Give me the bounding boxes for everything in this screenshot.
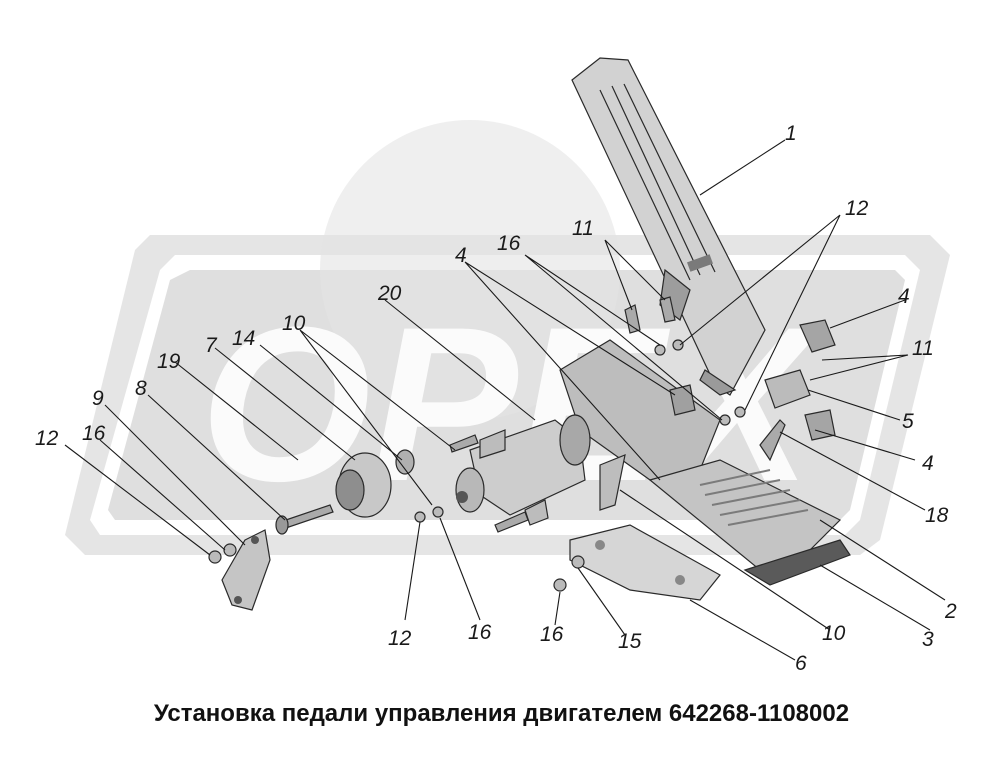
bracket: [221, 529, 271, 611]
callout-20: 20: [377, 282, 402, 305]
callout-16: 16: [468, 621, 492, 644]
callout-2: 2: [944, 600, 957, 623]
callout-16: 16: [497, 232, 521, 255]
callout-19: 19: [157, 350, 181, 373]
bolt: [275, 504, 334, 535]
mounting-plate: [569, 524, 721, 601]
callout-4: 4: [922, 452, 934, 475]
callout-16: 16: [540, 623, 564, 646]
callout-12: 12: [845, 197, 869, 220]
leader-lines: [64, 139, 946, 661]
callout-10: 10: [822, 622, 846, 645]
callout-15: 15: [618, 630, 642, 653]
callout-3: 3: [922, 628, 934, 651]
roller: [335, 449, 415, 518]
callout-9: 9: [92, 387, 104, 410]
callout-1: 1: [785, 122, 797, 145]
sensor-body: [455, 414, 591, 526]
callout-5: 5: [902, 410, 914, 433]
callout-12: 12: [35, 427, 59, 450]
callout-14: 14: [232, 327, 255, 350]
callout-4: 4: [455, 244, 467, 267]
callout-16: 16: [82, 422, 106, 445]
fasteners: [208, 296, 836, 592]
callout-8: 8: [135, 377, 147, 400]
callout-labels: 1 12 11 16 4 20 4 11 10 14 7 19 8 9 16 1…: [35, 122, 957, 675]
callout-10: 10: [282, 312, 306, 335]
callout-11: 11: [912, 337, 934, 360]
callout-18: 18: [925, 504, 949, 527]
callout-11: 11: [572, 217, 594, 240]
callout-7: 7: [205, 334, 218, 357]
callout-4: 4: [898, 285, 910, 308]
callout-12: 12: [388, 627, 412, 650]
callout-6: 6: [795, 652, 807, 675]
diagram-caption: Установка педали управления двигателем 6…: [153, 700, 850, 727]
pedal-lever: [571, 57, 766, 396]
